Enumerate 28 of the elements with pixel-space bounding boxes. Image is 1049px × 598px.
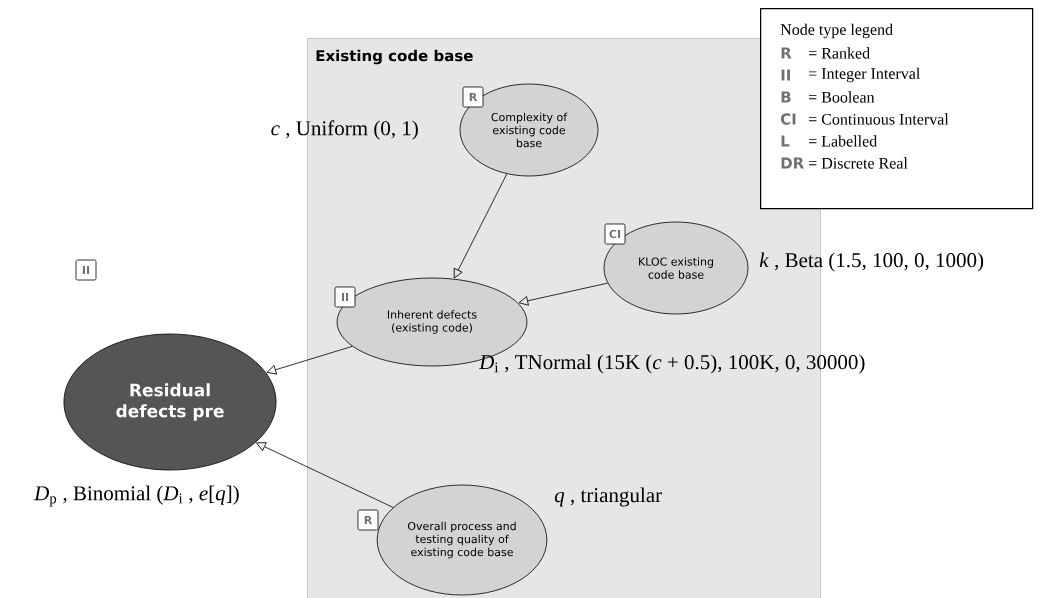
type-code: II <box>781 69 790 81</box>
legend-entry: = Labelled <box>809 135 878 147</box>
arrow <box>518 282 608 306</box>
type-badge: CI <box>604 223 626 245</box>
legend-entry: = Boolean <box>809 91 875 103</box>
arrow <box>256 442 394 508</box>
type-code: R <box>781 47 792 59</box>
arrow <box>266 345 353 375</box>
legend-entry: = Ranked <box>809 47 870 59</box>
type-badge: R <box>462 86 484 108</box>
arrow <box>453 173 508 279</box>
distribution-label: D$_{p}$ , Binomial (D$_{i}$ , e[q]) <box>33 485 239 507</box>
type-code: B <box>781 91 791 103</box>
type-code: DR <box>781 157 804 169</box>
legend-box <box>760 8 1034 210</box>
distribution-label: c , Uniform (0, 1) <box>271 120 418 140</box>
legend-entry: = Integer Interval <box>809 67 920 83</box>
type-badge: R <box>357 509 379 531</box>
type-badge: II <box>75 259 97 281</box>
distribution-label: D$_{i}$ , TNormal (15K (c + 0.5), 100K, 0, 30000) <box>478 354 865 374</box>
legend-entry: = Continuous Interval <box>809 113 949 125</box>
legend-entry: = Discrete Real <box>809 157 908 169</box>
distribution-label: k , Beta (1.5, 100, 0, 1000) <box>759 252 984 272</box>
type-code: L <box>781 135 790 147</box>
type-code: CI <box>780 113 796 125</box>
distribution-label: q , triangular <box>554 487 662 507</box>
legend-title: Node type legend <box>780 23 893 39</box>
type-badge: II <box>334 286 356 308</box>
